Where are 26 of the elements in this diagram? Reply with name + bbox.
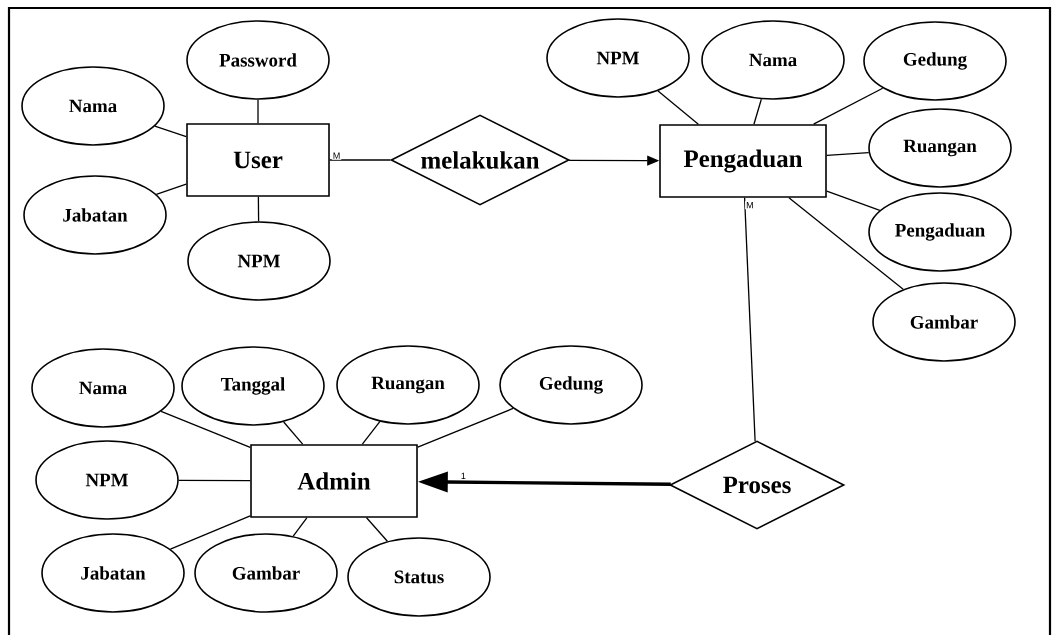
connector-line	[826, 190, 881, 211]
connector-line	[257, 196, 260, 222]
connector-line	[329, 159, 391, 161]
connector-line	[812, 87, 884, 125]
edge-label: M	[745, 201, 755, 210]
connector-line	[169, 515, 251, 550]
connector-line	[365, 517, 388, 542]
edge-label: M	[331, 151, 342, 160]
connector-line	[361, 420, 381, 445]
entity-box: User	[186, 123, 330, 197]
entity-box: Admin	[250, 444, 418, 518]
connector-line	[753, 98, 762, 125]
connector-line	[788, 197, 904, 290]
connector-line	[826, 152, 870, 157]
connector-line	[257, 99, 259, 124]
connector-line	[417, 407, 514, 448]
edge-label: 1	[459, 471, 467, 480]
connector-line	[292, 517, 308, 537]
connector-line	[743, 197, 756, 442]
connector-line	[154, 125, 187, 138]
connector-line	[657, 90, 699, 125]
connector-line	[155, 183, 187, 195]
connector-line	[178, 479, 251, 482]
connector-line	[160, 410, 251, 448]
connector-line	[283, 421, 304, 445]
entity-box: Pengaduan	[659, 124, 827, 198]
